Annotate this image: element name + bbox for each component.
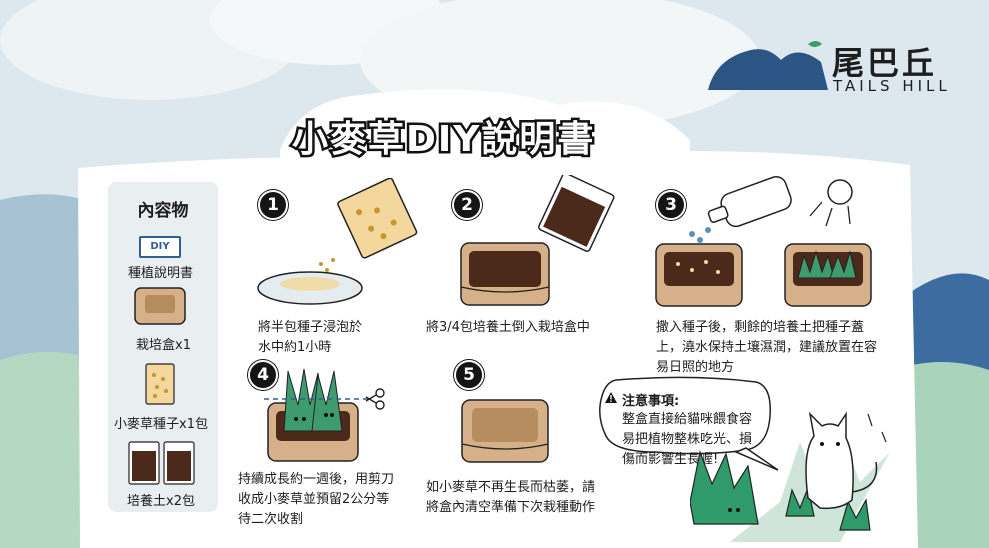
diy-manual-badge: DIY [139,236,181,258]
step-1-line-1: 將半包種子浸泡於 [258,320,363,335]
step-5-line-1: 如小麥草不再生長而枯萎，請 [426,480,596,495]
seed-pack-icon [145,363,175,405]
contents-item-seeds: 小麥草種子x1包 [114,417,208,432]
soil-pack-icon [128,441,195,485]
warning-icon [605,392,617,403]
page-title: 小麥草DIY說明書 [289,117,596,163]
logo-name-en: TAILS HILL [833,77,951,95]
contents-item-soil: 培養土x2包 [127,494,195,509]
step-1-text: 將半包種子浸泡於 水中約1小時 [258,318,362,358]
step-4-line-2: 收成小麥草並預留2公分等 [238,492,390,507]
step-1-number: 1 [258,190,288,220]
step-1-line-2: 水中約1小時 [258,340,332,355]
step-4-number: 4 [248,360,278,390]
notice-line-1: 整盒直接給貓咪餵食容 [622,412,753,427]
notice-line-3: 傷而影響生長喔! [622,452,719,467]
step-1-illustration [257,178,418,305]
step-2-number: 2 [452,190,482,220]
notice-body: 整盒直接給貓咪餵食容 易把植物整株吃光、損 傷而影響生長喔! [622,410,754,470]
step-2-illustration [460,175,615,306]
step-5-number: 5 [454,360,484,390]
planter-box-icon [134,287,186,325]
step-3-text: 撒入種子後，剩餘的培養土把種子蓋 上，澆水保持土壤濕潤，建議放置在容 易日照的地… [656,318,886,378]
step-4-line-1: 持續成長約一週後，用剪刀 [238,472,395,487]
logo-name-cn: 尾巴丘 [832,44,938,82]
cat-with-grass-illustration [690,411,890,542]
step-2-text: 將3/4包培養土倒入栽培盒中 [426,318,590,338]
step-4-text: 持續成長約一週後，用剪刀 收成小麥草並預留2公分等 待二次收割 [238,470,394,530]
step-5-illustration [461,399,549,463]
step-5-line-2: 將盒內清空準備下次栽種動作 [426,500,596,515]
step-3-line-1: 撒入種子後，剩餘的培養土把種子蓋 [656,320,865,335]
step-4-line-3: 待二次收割 [238,512,304,527]
logo-mountain-icon [708,41,828,90]
contents-item-manual: 種植說明書 [128,266,194,281]
notice-title: 注意事項: [622,394,680,409]
step-4-illustration [264,368,385,462]
notice-speech-bubble [599,376,779,471]
contents-item-box: 栽培盒x1 [136,338,191,353]
contents-heading: 內容物 [137,201,189,221]
contents-panel [108,182,218,512]
step-3-illustration [655,176,872,307]
step-3-line-3: 易日照的地方 [656,360,735,375]
step-5-text: 如小麥草不再生長而枯萎，請 將盒內清空準備下次栽種動作 [426,478,595,518]
step-3-number: 3 [656,190,686,220]
notice-line-2: 易把植物整株吃光、損 [622,432,753,447]
step-2-line-1: 將3/4包培養土倒入栽培盒中 [426,320,590,335]
step-3-line-2: 上，澆水保持土壤濕潤，建議放置在容 [656,340,878,355]
